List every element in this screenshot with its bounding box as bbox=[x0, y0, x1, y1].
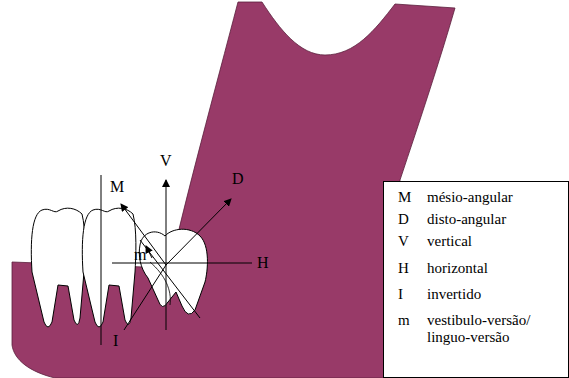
inverted-axis bbox=[124, 265, 166, 330]
vertical-axis bbox=[166, 180, 167, 330]
legend-description: mésio-angular bbox=[427, 189, 563, 206]
legend-box: Mmésio-angularDdisto-angularVverticalHho… bbox=[383, 181, 569, 378]
horizontal-axis bbox=[112, 263, 252, 264]
legend-letter: V bbox=[398, 233, 409, 250]
axis-letter: m bbox=[134, 246, 146, 264]
axis-letter: M bbox=[110, 178, 124, 196]
legend-description: invertido bbox=[427, 286, 563, 303]
legend-description: horizontal bbox=[427, 260, 563, 277]
axis-letter: D bbox=[232, 170, 244, 188]
legend-letter: M bbox=[398, 189, 411, 206]
root-line bbox=[150, 262, 170, 305]
disto-axis bbox=[166, 199, 231, 265]
legend-letter: H bbox=[398, 260, 409, 277]
mesio-axis bbox=[121, 204, 166, 265]
legend-description: vestibulo-versão/ linguo-versão bbox=[427, 312, 563, 346]
legend-letter: D bbox=[398, 211, 409, 228]
legend-description: vertical bbox=[427, 233, 563, 250]
legend-letter: m bbox=[398, 312, 410, 329]
diagonal-line bbox=[140, 240, 200, 318]
axis-letter: I bbox=[113, 332, 118, 350]
version-arrow bbox=[146, 246, 152, 258]
axis-letter: V bbox=[160, 152, 172, 170]
molar-tooth bbox=[82, 208, 136, 327]
axis-letter: H bbox=[257, 254, 269, 272]
molar-tooth bbox=[31, 208, 85, 327]
legend-description: disto-angular bbox=[427, 211, 563, 228]
legend-letter: I bbox=[398, 286, 403, 303]
reference-line bbox=[101, 175, 102, 345]
